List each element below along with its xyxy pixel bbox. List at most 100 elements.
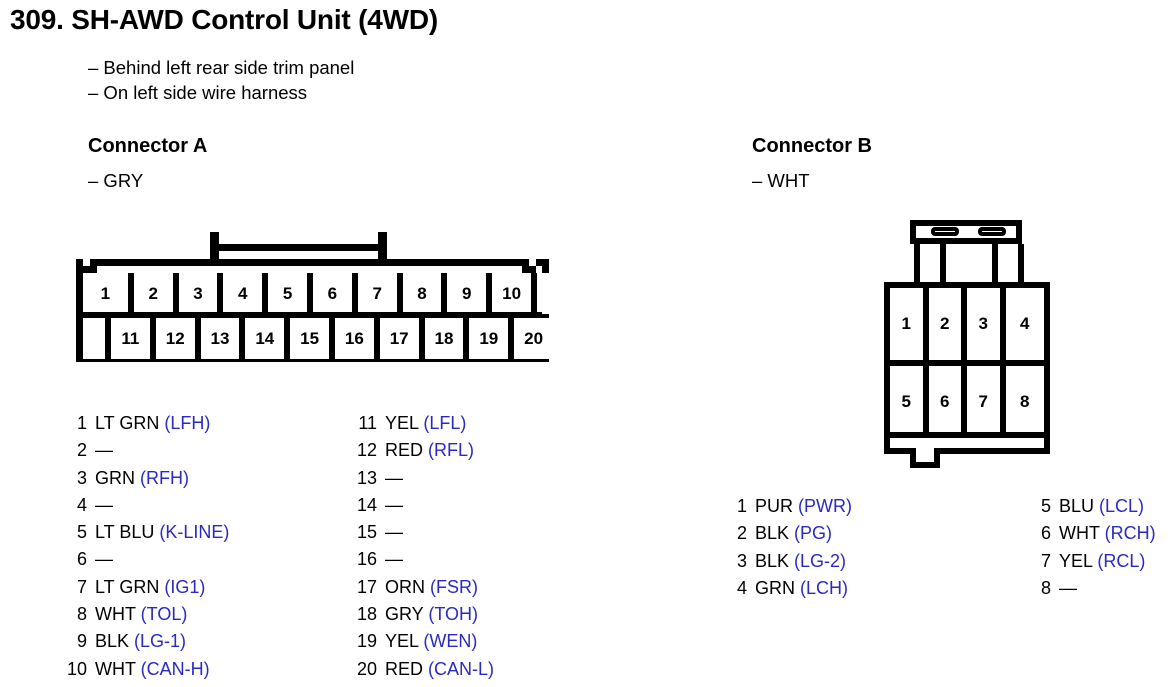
pin-wire-color: — (385, 467, 403, 488)
pin-number: 10 (66, 658, 87, 679)
pin-number: 1 (736, 496, 747, 516)
pin-number: 17 (356, 576, 377, 597)
pin-wire-color: ORN (FSR) (385, 576, 478, 597)
pin-wire-color: YEL (LFL) (385, 413, 467, 433)
location-note: – On left side wire harness (88, 82, 308, 103)
pin-row: 5 BLU (LCL) (1026, 493, 1156, 520)
pin-row: 15— (352, 519, 494, 546)
pin-row: 19 YEL (WEN) (352, 628, 494, 655)
connector-a-pin-cell: 10 (486, 273, 531, 314)
pin-signal-code: (PWR) (793, 496, 852, 516)
connector-a-pin-cell-blank (530, 273, 553, 314)
connector-b-latch-slot-right (978, 227, 1006, 236)
pin-wire-color: GRY (TOH) (385, 604, 479, 625)
connector-a-pin-cell: 19 (463, 318, 509, 359)
connector-b-bottom-tab (910, 448, 940, 468)
connector-b-pin-cell: 1 (890, 288, 929, 360)
pin-signal-code: (LFH) (159, 413, 211, 433)
pin-wire-color: YEL (RCL) (1059, 550, 1146, 571)
pin-wire-color: LT BLU (K-LINE) (95, 522, 230, 543)
pin-wire-color: LT GRN (LFH) (95, 413, 211, 433)
pin-signal-code: (RCL) (1092, 550, 1146, 571)
pin-wire-color: — (95, 494, 113, 515)
connector-b-pin-cell: 5 (890, 366, 929, 438)
pin-number: 3 (76, 467, 87, 488)
pin-number: 12 (356, 440, 377, 461)
connector-a-pin-cell: 16 (328, 318, 374, 359)
location-notes: – Behind left rear side trim panel – On … (88, 55, 354, 105)
pin-row: 6 WHT (RCH) (1026, 520, 1156, 547)
connector-a-row-divider (83, 312, 542, 318)
connector-a-pin-cell: 14 (239, 318, 285, 359)
connector-a-pin-cell: 18 (418, 318, 464, 359)
pin-number: 5 (76, 522, 87, 543)
pin-row: 13 — (352, 465, 494, 492)
pin-signal-code: (LFL) (418, 413, 467, 433)
connector-b-latch-leg (914, 244, 920, 284)
pin-signal-code: (RCH) (1099, 523, 1156, 544)
pin-signal-code: (LCL) (1094, 496, 1145, 516)
connector-a-pin-cell: 17 (373, 318, 419, 359)
pin-number: 3 (736, 550, 747, 571)
pin-wire-color: PUR (PWR) (755, 496, 852, 516)
pin-number: 2 (736, 523, 747, 544)
connector-a-pin-cell: 1 (83, 273, 128, 314)
pin-number: 1 (76, 413, 87, 433)
pin-signal-code: (TOL) (135, 604, 188, 625)
pin-signal-code: (LCH) (795, 577, 848, 598)
pin-wire-color: BLK (LG-2) (755, 550, 847, 571)
connector-a-color-note: – GRY (88, 170, 144, 191)
pin-wire-color: — (95, 440, 113, 461)
pin-wire-color: WHT (RCH) (1059, 523, 1156, 544)
pin-signal-code: (LG-1) (129, 631, 187, 652)
connector-b-foot-line (890, 432, 1044, 438)
pin-wire-color: — (95, 549, 113, 570)
pin-row: 5 LT BLU (K-LINE) (62, 519, 229, 546)
connector-b-pin-cell: 8 (1005, 366, 1044, 438)
pin-number: 6 (1040, 523, 1051, 544)
pin-signal-code: (RFH) (135, 467, 189, 488)
connector-a-pin-cell: 4 (217, 273, 263, 314)
pin-wire-color: WHT (TOL) (95, 604, 188, 625)
pin-wire-color: BLU (LCL) (1059, 496, 1145, 516)
connector-a-pin-cell: 20 (508, 318, 553, 359)
pin-number: 14 (356, 494, 377, 515)
pin-number: 15 (356, 522, 377, 543)
pin-number: 13 (356, 467, 377, 488)
pin-number: 5 (1040, 496, 1051, 516)
connector-b-pin-cell: 3 (967, 288, 1006, 360)
pin-signal-code: (CAN-H) (135, 658, 210, 679)
pin-row: 16— (352, 546, 494, 573)
pin-signal-code: (RFL) (423, 440, 475, 461)
connector-b-pin-cell: 7 (967, 366, 1006, 438)
connector-b-row-divider (890, 360, 1044, 366)
connector-b-latch-slot-left (931, 227, 959, 236)
pin-number: 7 (1040, 550, 1051, 571)
pin-signal-code: (FSR) (425, 576, 478, 597)
connector-b-heading: Connector B (752, 135, 872, 157)
pin-wire-color: YEL (WEN) (385, 631, 478, 652)
pin-row: 4— (62, 492, 229, 519)
pin-number: 19 (356, 631, 377, 652)
page-title: 309. SH-AWD Control Unit (4WD) (10, 4, 438, 35)
connector-a-latch-bar (210, 244, 387, 251)
pin-number: 4 (736, 577, 747, 598)
pin-wire-color: — (385, 549, 403, 570)
pin-row: 1 PUR (PWR) (722, 493, 852, 520)
connector-a-pin-cell: 11 (105, 318, 150, 359)
pin-number: 7 (76, 576, 87, 597)
connector-a-heading: Connector A (88, 135, 208, 157)
pin-row: 7 YEL (RCL) (1026, 548, 1156, 575)
pin-wire-color: RED (CAN-L) (385, 658, 495, 679)
